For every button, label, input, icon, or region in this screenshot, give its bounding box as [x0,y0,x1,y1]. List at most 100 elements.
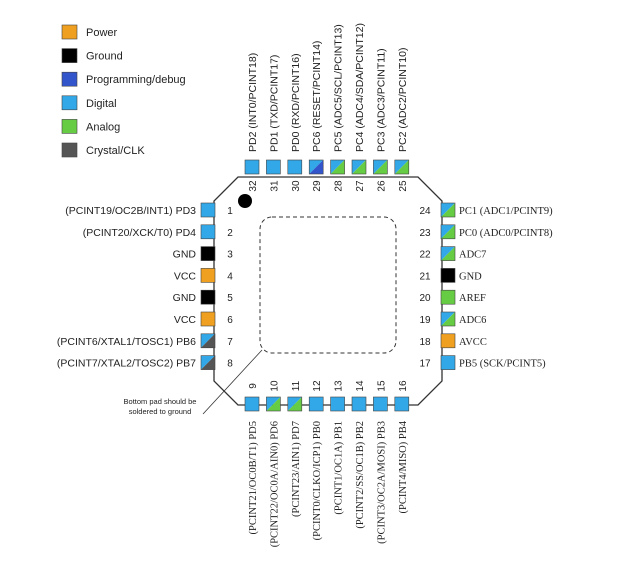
pin-24-number: 24 [419,206,431,217]
legend-label-power: Power [86,27,118,39]
pin-11-label: (PCINT23/AIN1) PD7 [291,421,302,517]
legend-swatch-crystal-clk [61,142,78,158]
legend-swatch-programming-debug [61,71,78,87]
legend-swatch-ground [61,48,78,63]
pin-9-label: (PCINT21/OC0B/T1) PD5 [248,421,259,534]
pin-12-swatch [308,396,324,412]
pin-1-label: (PCINT19/OC2B/INT1) PD3 [65,205,196,217]
pin-3-label: GND [173,249,197,261]
pin1-marker-dot [238,194,252,208]
pin-4-label: VCC [174,270,197,282]
bottom-pad-leader-line [202,349,263,415]
legend-swatch-power [61,24,78,40]
pin-19-number: 19 [419,315,431,326]
pin-24-swatch [440,202,456,218]
pin-23-label: PC0 (ADC0/PCINT8) [459,228,553,239]
pin-25-label: PC2 (ADC2/PCINT10) [397,48,409,152]
pin-20-number: 20 [419,293,431,304]
bottom-pad-note-line-1: Bottom pad should be [124,397,197,406]
legend-swatch-digital [61,95,78,111]
pin-27-number: 27 [355,180,366,192]
pin-29-swatch [308,159,324,175]
pin-9-number: 9 [248,383,259,389]
pin-19-swatch [440,311,456,327]
legend-label-digital: Digital [86,98,117,110]
pin-20-label: AREF [459,293,486,304]
pin-8-label: (PCINT7/XTAL2/TOSC2) PB7 [57,358,196,370]
legend: PowerGroundProgramming/debugDigitalAnalo… [61,24,186,158]
pin-18-label: AVCC [459,337,487,348]
pin-4-swatch [200,268,216,283]
pin-15-number: 15 [376,380,387,392]
pin-2-number: 2 [227,228,233,239]
pin-2-swatch [200,224,216,240]
pin-23-number: 23 [419,228,431,239]
chip-body [213,176,443,406]
pin-29-label: PC6 (RESET/PCINT14) [311,41,323,152]
pin-12-label: (PCINT0/CLKO/ICP1) PB0 [312,421,323,540]
pin-28-label: PC5 (ADC5/SCL/PCINT13) [333,24,345,152]
pin-15-label: (PCINT3/OC2A/MOSI) PB3 [376,421,387,544]
pin-30-swatch [287,159,303,175]
pin-13-number: 13 [334,380,345,392]
pin-18-swatch [440,333,456,349]
pin-31-number: 31 [269,180,280,192]
pin-8-swatch [200,355,216,370]
pin-6-label: VCC [174,314,197,326]
pins: 1 (PCINT19/OC2B/INT1) PD3 2 (PCINT20/XCK/T0… [57,23,553,547]
pin-10-swatch [266,396,281,412]
pin-30-label: PD0 (RXD/PCINT16) [290,53,302,152]
pin-8-number: 8 [227,359,233,370]
pin-7-swatch [200,333,216,349]
pin-20-swatch [440,289,456,305]
pin-27-label: PC4 (ADC4/SDA/PCINT12) [354,23,366,152]
pin-12-number: 12 [312,380,323,392]
pin-32-swatch [244,159,260,175]
pin-22-swatch [440,246,456,261]
bottom-pad-note-line-2: soldered to ground [129,407,192,416]
pin-30-number: 30 [291,180,302,192]
pin-16-label: (PCINT4/MISO) PB4 [398,420,409,513]
pin-13-swatch [330,396,345,412]
pin-3-swatch [200,246,216,261]
pin-17-number: 17 [419,359,431,370]
pin-10-label: (PCINT22/OC0A/AIN0) PD6 [269,421,280,547]
exposed-pad-outline [259,216,397,354]
pin-10-number: 10 [269,380,280,392]
pin-6-swatch [200,311,216,327]
pin-19-label: ADC6 [459,315,486,326]
pin-5-number: 5 [227,293,233,304]
pin-21-label: GND [459,271,482,282]
pin-16-number: 16 [398,380,409,392]
pin-31-label: PD1 (TXD/PCINT17) [268,55,280,152]
pin-18-number: 18 [419,337,431,348]
pin-1-swatch [200,202,216,218]
pin-11-swatch [287,396,303,412]
pin-25-swatch [394,159,410,175]
pin-14-swatch [351,396,367,412]
legend-swatch-analog [61,119,78,134]
pin-21-number: 21 [419,271,431,282]
pin-5-label: GND [173,292,197,304]
pin-4-number: 4 [227,271,233,282]
pin-6-number: 6 [227,315,233,326]
pin-14-label: (PCINT2/SS/OC1B) PB2 [355,421,366,529]
pin-26-number: 26 [376,180,387,192]
pin-9-swatch [244,396,260,412]
legend-label-programming-debug: Programming/debug [86,74,186,86]
pin-14-number: 14 [355,380,366,392]
pin-7-number: 7 [227,337,233,348]
pin-15-swatch [373,396,388,412]
pin-31-swatch [266,159,281,175]
pin-32-number: 32 [248,180,259,192]
pin-22-number: 22 [419,250,431,261]
pin-27-swatch [351,159,367,175]
legend-label-analog: Analog [86,121,120,133]
pin-26-swatch [373,159,388,175]
pin-22-label: ADC7 [459,250,486,261]
pin-2-label: (PCINT20/XCK/T0) PD4 [83,227,196,239]
pin-1-number: 1 [227,206,233,217]
pin-28-swatch [330,159,345,175]
pin-32-label: PD2 (INT0/PCINT18) [247,53,259,152]
